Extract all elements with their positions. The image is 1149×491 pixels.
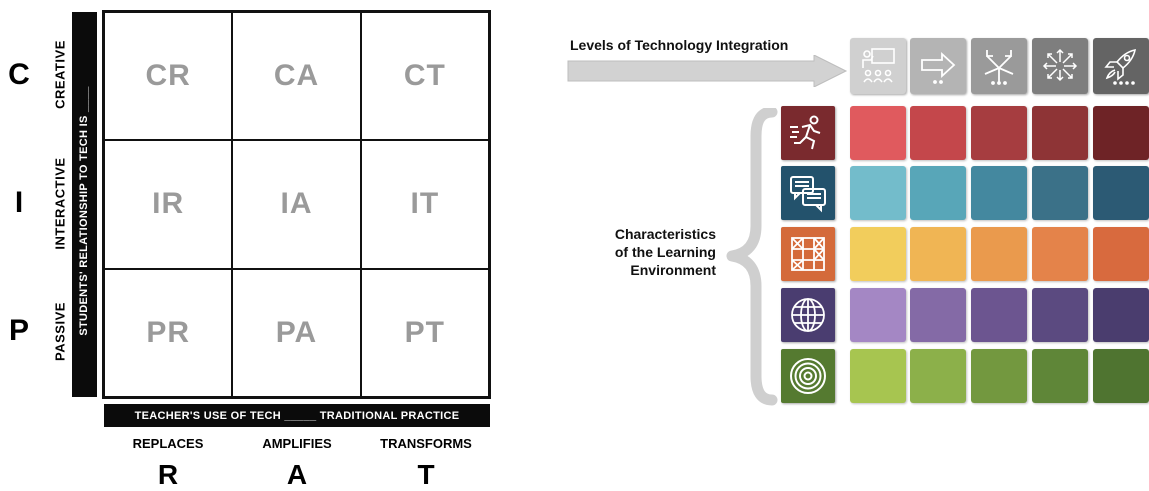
target-icon <box>781 349 835 403</box>
curly-brace-icon <box>726 108 778 406</box>
column-label-replaces: REPLACES <box>132 436 204 451</box>
swatch-r3-c3 <box>971 227 1027 281</box>
cell-ct: CT <box>360 12 489 141</box>
branching-arrows-icon <box>971 38 1027 94</box>
characteristics-title-line-1: Characteristics <box>614 226 716 242</box>
horizontal-axis-label: TEACHER'S USE OF TECH _____ TRADITIONAL … <box>104 404 490 427</box>
row-label-passive: PASSIVE <box>52 302 68 361</box>
swatch-r2-c3 <box>971 166 1027 220</box>
cell-pa: PA <box>232 268 361 397</box>
swatch-r2-c5 <box>1093 166 1149 220</box>
row-label-creative: CREATIVE <box>52 40 68 109</box>
cell-ca: CA <box>232 12 361 141</box>
running-person-icon <box>781 106 835 160</box>
characteristics-title: Characteristics of the Learning Environm… <box>596 225 716 279</box>
column-label-transforms: TRANSFORMS <box>380 436 472 451</box>
expanding-arrows-icon <box>1032 38 1088 94</box>
swatch-r1-c2 <box>910 106 966 160</box>
scaffold-icon <box>781 227 835 281</box>
column-letter-t: T <box>417 459 435 490</box>
swatch-r1-c3 <box>971 106 1027 160</box>
cell-pr: PR <box>104 268 233 397</box>
levels-title: Levels of Technology Integration <box>570 37 789 53</box>
matrix-grid: CR CA CT IR IA IT PR PA PT <box>102 10 491 399</box>
swatch-r2-c2 <box>910 166 966 220</box>
swatch-r5-c5 <box>1093 349 1149 403</box>
swatch-r4-c1 <box>850 288 906 342</box>
vertical-axis-bar <box>72 12 97 397</box>
characteristics-title-line-3: Environment <box>630 262 716 278</box>
row-letter-p: P <box>8 314 29 347</box>
swatch-r2-c1 <box>850 166 906 220</box>
swatch-r3-c1 <box>850 227 906 281</box>
swatch-r2-c4 <box>1032 166 1088 220</box>
chat-bubbles-icon <box>781 166 835 220</box>
row-letter-i: I <box>14 186 24 219</box>
row-label-interactive: INTERACTIVE <box>52 157 68 250</box>
cell-ir: IR <box>104 140 233 269</box>
swatch-r5-c4 <box>1032 349 1088 403</box>
globe-icon <box>781 288 835 342</box>
column-letter-r: R <box>157 459 179 490</box>
cell-ia: IA <box>232 140 361 269</box>
teacher-presentation-icon <box>850 38 906 94</box>
swatch-r1-c5 <box>1093 106 1149 160</box>
cell-pt: PT <box>360 268 489 397</box>
characteristics-title-line-2: of the Learning <box>614 244 716 260</box>
vertical-axis-label: STUDENTS' RELATIONSHIP TO TECH IS ____ <box>78 86 90 336</box>
levels-arrow-icon <box>567 55 848 87</box>
cell-cr: CR <box>104 12 233 141</box>
swatch-r1-c1 <box>850 106 906 160</box>
swatch-r4-c3 <box>971 288 1027 342</box>
rocket-icon <box>1093 38 1149 94</box>
swatch-r4-c4 <box>1032 288 1088 342</box>
swatch-r4-c2 <box>910 288 966 342</box>
cell-it: IT <box>360 140 489 269</box>
swatch-r5-c1 <box>850 349 906 403</box>
swatch-r5-c2 <box>910 349 966 403</box>
swatch-r3-c5 <box>1093 227 1149 281</box>
swatch-r1-c4 <box>1032 106 1088 160</box>
swatch-r5-c3 <box>971 349 1027 403</box>
row-letter-c: C <box>8 58 30 91</box>
swatch-r4-c5 <box>1093 288 1149 342</box>
arrow-right-icon <box>910 38 966 94</box>
column-letter-a: A <box>286 459 308 490</box>
column-label-amplifies: AMPLIFIES <box>262 436 332 451</box>
swatch-r3-c2 <box>910 227 966 281</box>
swatch-r3-c4 <box>1032 227 1088 281</box>
